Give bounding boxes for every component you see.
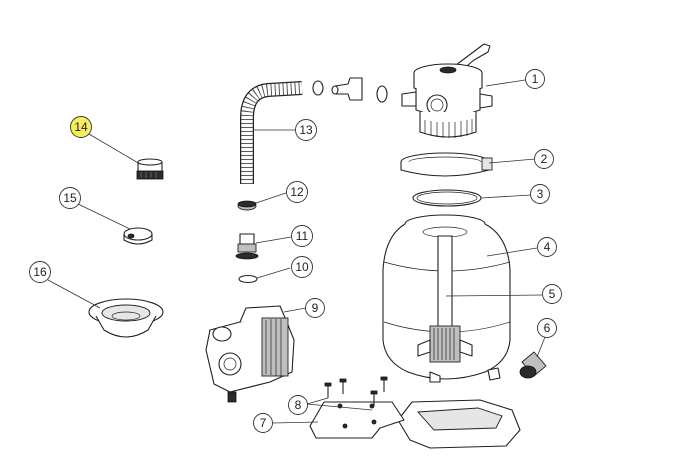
callout-circle	[253, 413, 273, 433]
leader-6	[536, 336, 546, 358]
leader-3	[480, 194, 532, 199]
callout-circle	[291, 225, 313, 247]
part-clamp	[400, 152, 493, 177]
leader-5	[445, 294, 543, 297]
callout-circle	[537, 318, 557, 338]
callout-circle	[305, 298, 325, 318]
callout-circle	[29, 261, 51, 283]
part-small-o-ring	[238, 274, 258, 284]
callout-1: 1	[525, 69, 545, 89]
leader-14	[88, 133, 141, 165]
callout-circle	[542, 284, 562, 304]
leader-16	[47, 279, 101, 309]
callout-label: 6	[544, 321, 551, 335]
callout-5: 5	[542, 284, 562, 304]
callout-16: 16	[29, 261, 51, 283]
leader-7	[272, 421, 319, 424]
callout-circle	[537, 237, 557, 257]
leader-8a	[306, 397, 329, 405]
part-bowl	[88, 298, 164, 338]
callout-9: 9	[305, 298, 325, 318]
callout-circle	[286, 181, 308, 203]
callout-label: 13	[299, 123, 313, 137]
leader-8b	[306, 403, 373, 411]
callout-circle	[530, 184, 550, 204]
callout-label: 3	[537, 187, 544, 201]
leader-10	[256, 267, 291, 279]
part-base	[309, 399, 521, 449]
leader-11	[255, 236, 292, 244]
part-threaded-cap	[136, 158, 164, 180]
part-multiport-valve	[401, 43, 493, 138]
callout-circle	[59, 187, 81, 209]
callout-label: 15	[63, 191, 77, 205]
callout-circle-highlighted	[70, 116, 92, 138]
callout-label: 7	[260, 416, 267, 430]
callout-label: 11	[296, 229, 309, 243]
callout-4: 4	[537, 237, 557, 257]
callout-14: 14	[70, 116, 92, 138]
callout-circle	[295, 119, 317, 141]
callout-label: 5	[549, 287, 556, 301]
callout-11: 11	[291, 225, 313, 247]
callout-7: 7	[253, 413, 273, 433]
callout-10: 10	[291, 256, 313, 278]
part-screws	[324, 376, 388, 406]
part-plug	[123, 227, 153, 245]
callout-circle	[288, 395, 308, 415]
callout-label: 8	[295, 398, 302, 412]
part-fittings-top	[312, 77, 388, 103]
callout-label: 4	[544, 240, 551, 254]
part-hose	[240, 81, 303, 184]
callout-label: 9	[312, 301, 319, 315]
leader-12	[255, 192, 287, 204]
leader-4	[486, 247, 538, 257]
callout-label: 12	[290, 185, 304, 199]
part-drain-plug	[519, 351, 547, 379]
part-union-fitting	[235, 233, 259, 260]
callout-label: 1	[532, 72, 539, 86]
callout-label: 14	[74, 120, 88, 134]
part-tank	[382, 214, 511, 383]
leader-2	[488, 158, 536, 164]
leader-15	[77, 203, 131, 230]
callout-label: 16	[33, 265, 47, 279]
callout-12: 12	[286, 181, 308, 203]
callout-6: 6	[537, 318, 557, 338]
leader-1	[485, 79, 526, 87]
callout-label: 2	[541, 152, 548, 166]
callout-13: 13	[295, 119, 317, 141]
callout-15: 15	[59, 187, 81, 209]
leader-9	[283, 307, 307, 313]
callout-8: 8	[288, 395, 308, 415]
callout-3: 3	[530, 184, 550, 204]
callout-2: 2	[534, 149, 554, 169]
callout-label: 10	[295, 260, 309, 274]
part-pump	[205, 305, 295, 403]
callout-circle	[291, 256, 313, 278]
part-o-ring	[412, 189, 482, 207]
callout-circle	[525, 69, 545, 89]
callout-circle	[534, 149, 554, 169]
part-hose-cap	[237, 200, 257, 211]
